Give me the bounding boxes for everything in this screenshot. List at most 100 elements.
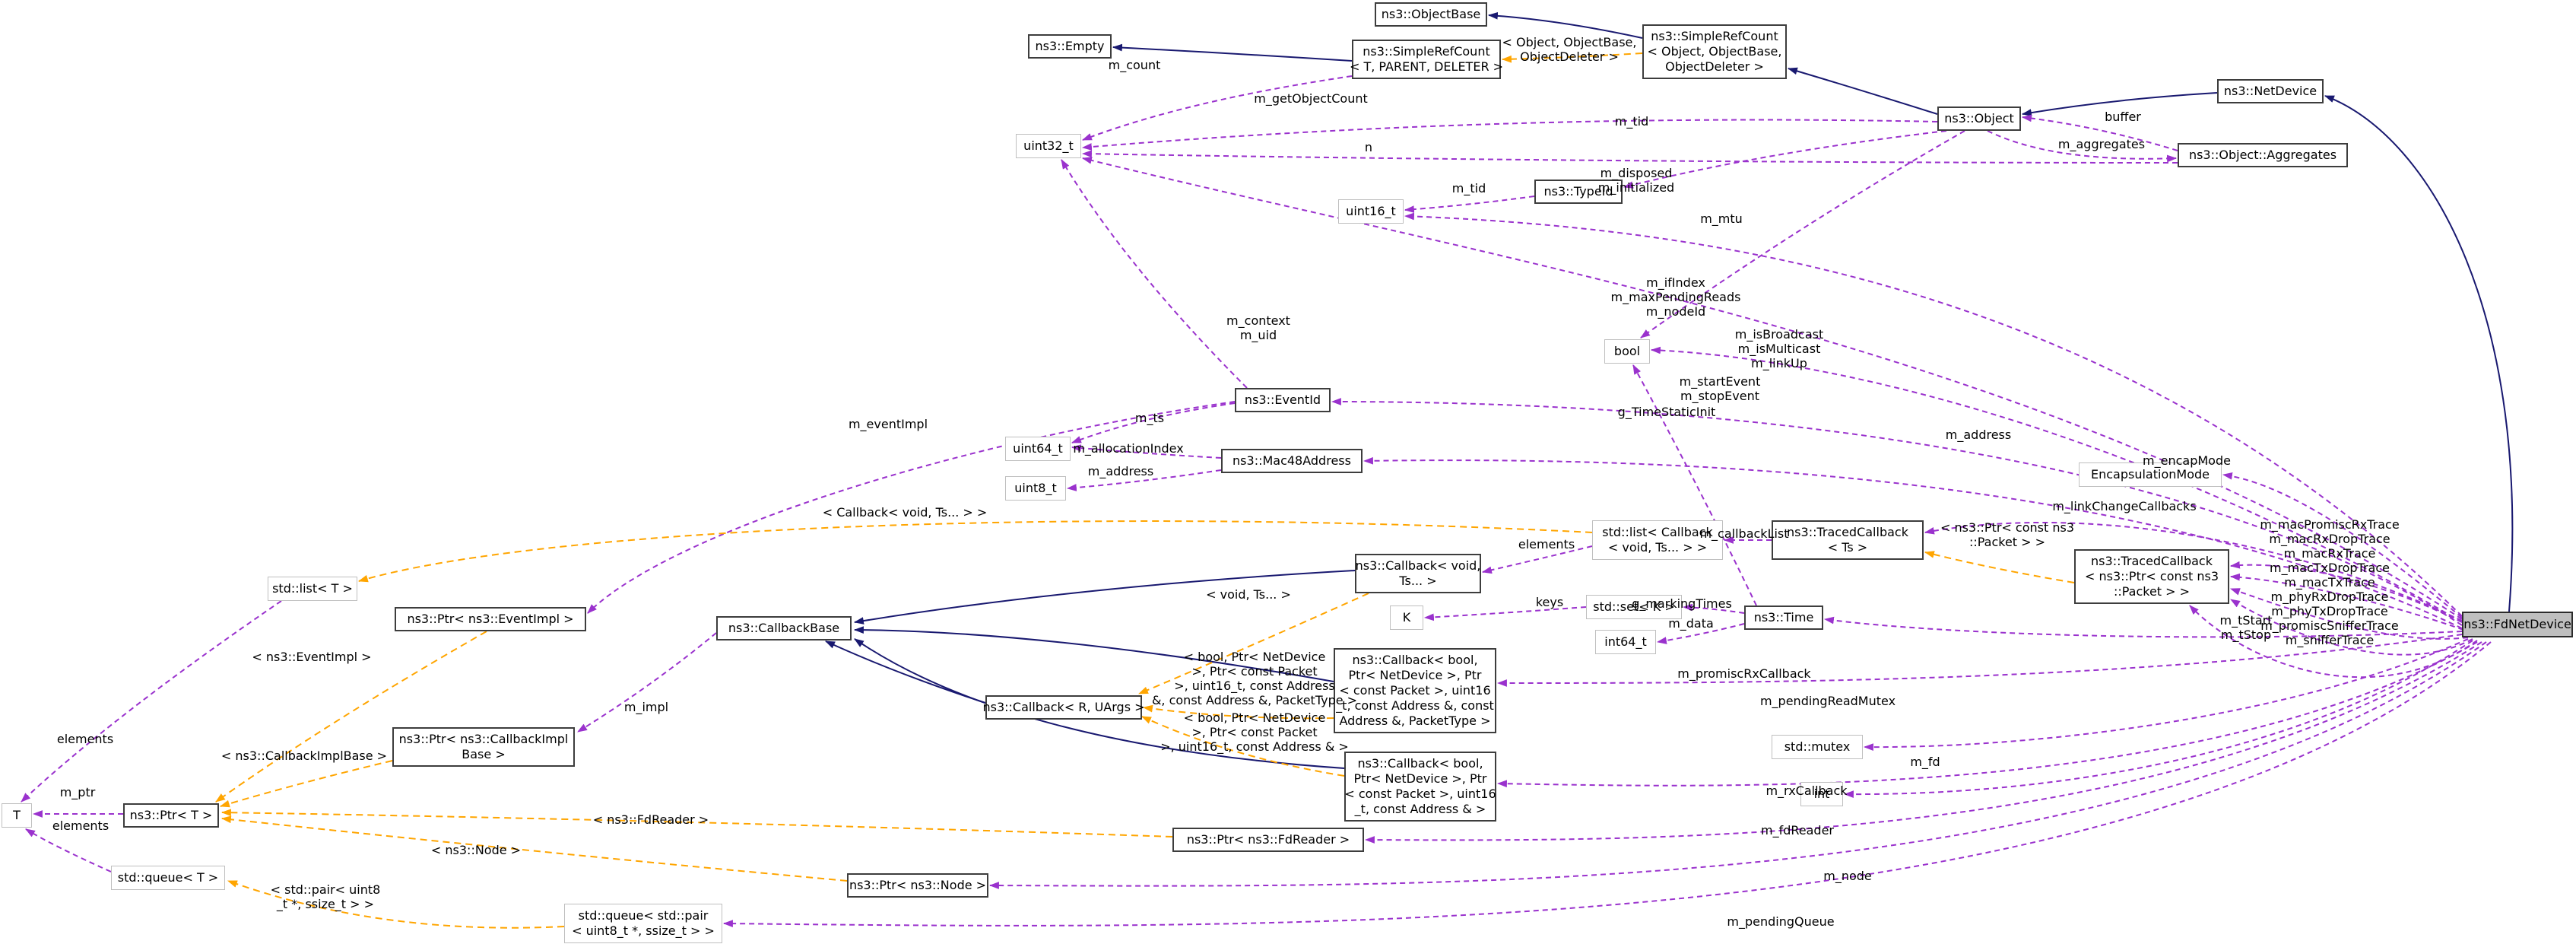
usage-edge xyxy=(1496,634,2463,687)
usage-edge xyxy=(1656,623,1745,644)
usage-edge xyxy=(2229,561,2463,623)
inheritance-edge xyxy=(1787,67,1938,115)
usage-edge xyxy=(1081,150,2178,164)
template-edge xyxy=(1924,551,2075,583)
usage-edge xyxy=(1863,638,2469,751)
usage-edge xyxy=(1924,521,2463,621)
class-node-callback-base[interactable]: ns3::CallbackBase xyxy=(716,616,852,640)
class-node-callback-void[interactable]: ns3::Callback< void, Ts... > xyxy=(1355,554,1481,593)
template-edge xyxy=(1138,593,1369,694)
class-node-std-queue-t[interactable]: std::queue< T > xyxy=(111,866,225,890)
usage-edge xyxy=(1423,606,1587,621)
class-node-ptr-event-impl[interactable]: ns3::Ptr< ns3::EventImpl > xyxy=(395,607,586,631)
edge-label: m_mtu xyxy=(1700,211,1743,226)
class-node-ptr-fd-reader[interactable]: ns3::Ptr< ns3::FdReader > xyxy=(1172,828,1364,852)
class-node-k[interactable]: K xyxy=(1390,605,1423,630)
class-node-std-mutex[interactable]: std::mutex xyxy=(1772,735,1863,759)
usage-edge xyxy=(1623,130,1947,189)
class-node-callback-bool-4[interactable]: ns3::Callback< bool, Ptr< NetDevice >, P… xyxy=(1344,752,1496,822)
edge-label: m_pendingQueue xyxy=(1727,914,1835,929)
class-node-net-device[interactable]: ns3::NetDevice xyxy=(2217,79,2324,103)
usage-edge xyxy=(1682,603,1745,614)
class-node-callback-r-uargs[interactable]: ns3::Callback< R, UArgs > xyxy=(982,695,1145,720)
edge-label: m_getObjectCount xyxy=(1254,91,1368,106)
class-node-uint32-t[interactable]: uint32_t xyxy=(1016,134,1081,158)
class-node-bool[interactable]: bool xyxy=(1604,339,1650,364)
class-node-std-list-callback[interactable]: std::list< Callback < void, Ts... > > xyxy=(1592,520,1723,560)
class-node-std-queue-pair[interactable]: std::queue< std::pair < uint8_t *, ssize… xyxy=(564,904,722,943)
edge-label: < Callback< void, Ts... > > xyxy=(822,505,988,520)
edge-label: m_allocationIndex xyxy=(1073,441,1184,456)
usage-edge xyxy=(1496,641,2478,788)
edge-label: < ns3::FdReader > xyxy=(592,812,709,827)
edge-label: < std::pair< uint8 _t *, ssize_t > > xyxy=(270,882,381,911)
class-node-std-list-t[interactable]: std::list< T > xyxy=(268,577,357,601)
class-node-traced-callback-ts[interactable]: ns3::TracedCallback < Ts > xyxy=(1772,520,1924,560)
edge-label: m_macPromiscRxTrace m_macRxDropTrace m_m… xyxy=(2260,517,2400,647)
usage-edge xyxy=(1071,444,1222,459)
class-node-object-base[interactable]: ns3::ObjectBase xyxy=(1375,2,1487,27)
class-node-uint16-t[interactable]: uint16_t xyxy=(1338,199,1404,224)
usage-edge xyxy=(1081,75,1353,141)
class-node-object-aggregates[interactable]: ns3::Object::Aggregates xyxy=(2178,143,2348,167)
template-edge xyxy=(220,815,848,882)
class-node-callback-bool-6[interactable]: ns3::Callback< bool, Ptr< NetDevice >, P… xyxy=(1334,648,1496,733)
class-node-time[interactable]: ns3::Time xyxy=(1744,605,1823,630)
edge-label: m_impl xyxy=(623,700,669,714)
class-node-int64-t[interactable]: int64_t xyxy=(1595,630,1656,654)
edge-label: m_tStart m_tStop xyxy=(2219,613,2273,642)
class-node-traced-callback-packet[interactable]: ns3::TracedCallback < ns3::Ptr< const ns… xyxy=(2074,549,2229,604)
class-node-simple-ref-count-t[interactable]: ns3::SimpleRefCount < T, PARENT, DELETER… xyxy=(1350,40,1503,79)
class-node-uint64-t[interactable]: uint64_t xyxy=(1005,437,1071,461)
template-edge xyxy=(1142,704,1334,720)
usage-edge xyxy=(2222,472,2463,618)
usage-edge xyxy=(1987,130,2178,163)
edge-label: buffer xyxy=(2105,110,2141,124)
edge-label: elements xyxy=(1518,537,1575,551)
edge-label: m_isBroadcast m_isMulticast m_linkUp xyxy=(1734,327,1824,370)
class-node-event-id[interactable]: ns3::EventId xyxy=(1235,388,1331,412)
inheritance-edge xyxy=(853,626,1334,682)
class-node-ptr-node[interactable]: ns3::Ptr< ns3::Node > xyxy=(847,873,988,898)
edge-label: m_context m_uid xyxy=(1226,313,1290,342)
class-node-int[interactable]: int xyxy=(1800,782,1843,806)
usage-edge xyxy=(722,641,2492,928)
class-node-fd-net-device[interactable]: ns3::FdNetDevice xyxy=(2462,612,2573,637)
class-node-type-id[interactable]: ns3::TypeId xyxy=(1534,180,1623,204)
usage-edge xyxy=(1066,469,1222,491)
class-node-t[interactable]: T xyxy=(2,803,32,828)
class-node-encapsulation-mode[interactable]: EncapsulationMode xyxy=(2079,462,2222,487)
edge-label: m_rxCallback xyxy=(1765,783,1848,798)
edge-label: < ns3::Ptr< const ns3 ::Packet > > xyxy=(1940,520,2074,549)
edge-label: m_node xyxy=(1823,869,1872,883)
class-node-object[interactable]: ns3::Object xyxy=(1937,106,2021,131)
usage-edge xyxy=(1823,616,2463,638)
usage-edge xyxy=(25,828,112,872)
usage-edge xyxy=(587,401,1236,614)
class-node-std-set-k[interactable]: std::set< K > xyxy=(1586,595,1682,619)
class-node-ptr-t[interactable]: ns3::Ptr< T > xyxy=(123,803,219,828)
class-node-ptr-callback-impl-base[interactable]: ns3::Ptr< ns3::CallbackImpl Base > xyxy=(392,727,575,767)
usage-edge xyxy=(2229,573,2464,631)
inheritance-edge xyxy=(1487,11,1643,39)
edge-label: g_TimeStaticInit xyxy=(1617,405,1716,419)
usage-edge xyxy=(1404,212,2463,617)
usage-edge xyxy=(1843,640,2473,798)
edge-label: < ns3::Node > xyxy=(430,843,522,857)
class-node-simple-ref-count-object[interactable]: ns3::SimpleRefCount < Object, ObjectBase… xyxy=(1642,24,1787,79)
class-node-empty[interactable]: ns3::Empty xyxy=(1028,34,1112,59)
class-node-uint8-t[interactable]: uint8_t xyxy=(1005,476,1066,501)
template-edge xyxy=(227,880,565,929)
edge-label: m_tid xyxy=(1614,114,1649,129)
edge-label: m_tid xyxy=(1451,181,1486,195)
usage-edge xyxy=(1081,157,2463,620)
template-edge xyxy=(357,520,1593,583)
usage-edge xyxy=(2230,599,2473,656)
edge-label: < bool, Ptr< NetDevice >, Ptr< const Pac… xyxy=(1151,650,1358,707)
class-node-mac48-address[interactable]: ns3::Mac48Address xyxy=(1221,449,1363,473)
edge-label: m_ifIndex m_maxPendingReads m_nodeId xyxy=(1610,275,1741,319)
edge-label: keys xyxy=(1535,595,1564,609)
usage-edge xyxy=(21,600,282,803)
edge-label: elements xyxy=(56,732,114,746)
